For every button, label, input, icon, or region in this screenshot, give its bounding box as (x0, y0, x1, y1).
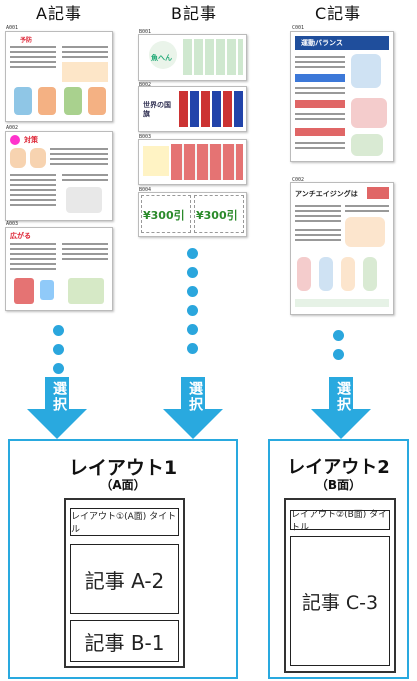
thumbnail-id: B001 (139, 29, 152, 35)
coupon-price: ¥300引 (143, 209, 185, 222)
layout1-header-label: レイアウト①(A面) タイトル (71, 512, 177, 535)
thumbnail-id: B003 (139, 134, 152, 140)
thumbnail-id: A001 (6, 25, 19, 31)
layout1-page: レイアウト①(A面) タイトル 記事 A-2 記事 B-1 (64, 498, 185, 668)
thumbnail-heading: 予防 (20, 37, 33, 44)
layout1-main-slot[interactable]: 記事 A-2 (70, 544, 179, 614)
column-title-c: C記事 (315, 4, 362, 23)
select-arrow-icon-c (311, 377, 371, 439)
article-thumbnail-b4[interactable]: ¥300引 ¥300引 (138, 192, 247, 237)
article-thumbnail-c2[interactable]: アンチエイジングは (290, 182, 394, 315)
thumbnail-heading: 世界の国旗 (143, 101, 171, 118)
layout2-main-label: 記事 C-3 (301, 591, 379, 614)
thumbnail-heading: 対策 (24, 136, 38, 144)
select-label-a: 選択 (51, 381, 67, 413)
select-arrow-icon-a (27, 377, 87, 439)
article-thumbnail-a1[interactable]: 予防 (5, 31, 113, 122)
layout1-bottom-label: 記事 B-1 (84, 630, 165, 655)
article-thumbnail-c1[interactable]: 運動バランス (290, 31, 394, 162)
article-thumbnail-a3[interactable]: 広がる (5, 227, 113, 311)
layout2-title: レイアウト2 (287, 457, 390, 478)
thumbnail-id: B002 (139, 82, 152, 88)
select-arrow-icon-b (163, 377, 223, 439)
layout1-panel: レイアウト1 （A面） レイアウト①(A面) タイトル 記事 A-2 記事 B-… (8, 439, 238, 679)
thumbnail-id: A003 (6, 221, 19, 227)
more-items-dots-b (187, 248, 199, 362)
coupon-price: ¥300引 (196, 209, 238, 222)
article-thumbnail-b2[interactable]: 世界の国旗 (138, 86, 247, 132)
thumbnail-heading: アンチエイジングは (295, 190, 358, 198)
layout2-panel: レイアウト2 （B面） レイアウト②(B面) タイトル 記事 C-3 (268, 439, 409, 679)
column-title-a: A記事 (36, 4, 82, 23)
article-thumbnail-b3[interactable] (138, 139, 247, 185)
thumbnail-id: C002 (292, 177, 305, 183)
layout1-header-slot[interactable]: レイアウト①(A面) タイトル (70, 508, 179, 536)
layout1-bottom-slot[interactable]: 記事 B-1 (70, 620, 179, 662)
layout1-main-label: 記事 A-2 (84, 568, 165, 593)
layout1-subtitle: （A面） (100, 478, 146, 492)
layout2-subtitle: （B面） (315, 478, 362, 492)
thumbnail-heading: 魚へん (151, 54, 172, 62)
thumbnail-id: C001 (292, 25, 305, 31)
layout1-title: レイアウト1 (68, 457, 178, 479)
layout2-header-slot[interactable]: レイアウト②(B面) タイトル (290, 510, 390, 533)
select-label-c: 選択 (335, 381, 351, 413)
layout2-main-slot[interactable]: 記事 C-3 (290, 536, 390, 666)
article-thumbnail-b1[interactable]: 魚へん (138, 34, 247, 81)
thumbnail-id: A002 (6, 125, 19, 131)
thumbnail-id: B004 (139, 187, 152, 193)
article-thumbnail-a2[interactable]: 対策 (5, 131, 113, 221)
more-items-dots-a (53, 325, 65, 382)
layout2-header-label: レイアウト②(B面) タイトル (291, 510, 388, 533)
select-label-b: 選択 (187, 381, 203, 413)
layout2-page: レイアウト②(B面) タイトル 記事 C-3 (284, 498, 396, 673)
thumbnail-heading: 運動バランス (301, 39, 343, 47)
more-items-dots-c (333, 330, 345, 368)
thumbnail-heading: 広がる (10, 232, 31, 240)
column-title-b: B記事 (171, 4, 217, 23)
